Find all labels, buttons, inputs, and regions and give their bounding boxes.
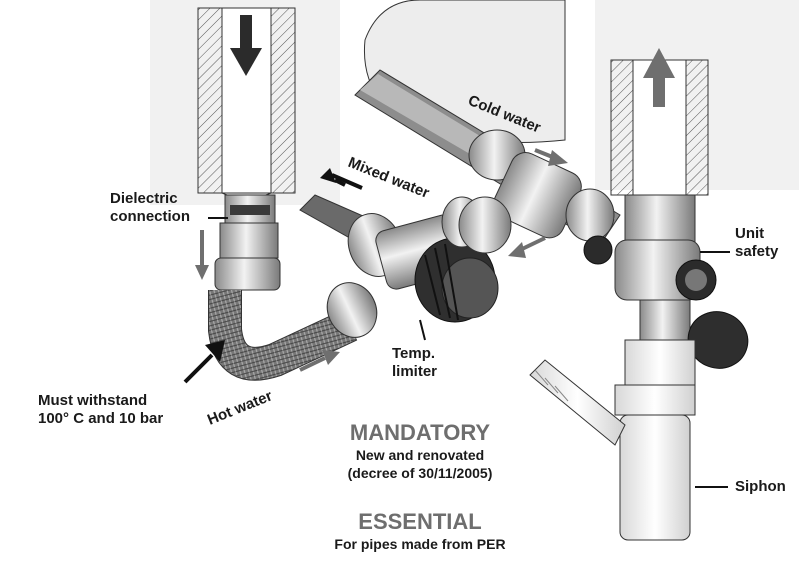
label-dielectric-line2: connection [110,208,191,225]
dielectric-fitting [214,194,281,291]
label-withstand-line2: 100° C and 10 bar [38,410,164,427]
essential-line: For pipes made from PER [334,536,506,552]
hot-water-hose [208,282,378,381]
label-temp-limiter-line2: limiter [392,363,438,380]
temp-limiter-valve [347,196,499,323]
flow-arrow-down [230,15,262,76]
cold-water-tee [458,129,615,254]
label-temp-limiter-line1: Temp. [392,345,436,362]
mandatory-line1: New and renovated [355,447,485,463]
essential-title: ESSENTIAL [358,509,482,534]
right-outlet-pipe [610,59,709,201]
label-withstand-line1: Must withstand [38,392,148,409]
siphon [529,339,696,541]
leader-lines [208,217,730,488]
label-dielectric-connection: Dielectric connection [110,190,190,226]
left-inlet-pipe [197,7,296,199]
label-unit-safety-line1: Unit [735,225,765,242]
withstand-arrow [183,340,225,384]
essential-note: ESSENTIAL For pipes made from PER [300,509,540,553]
label-unit-safety: Unit safety [735,225,778,261]
mandatory-title: MANDATORY [349,420,491,445]
mandatory-note: MANDATORY New and renovated (decree of 3… [300,420,540,482]
label-unit-safety-line2: safety [735,243,779,260]
label-siphon: Siphon [735,478,786,495]
safety-unit [583,194,749,369]
mixed-water-arrow [320,168,363,190]
grey-flow-arrows [195,148,568,372]
label-withstand: Must withstand 100° C and 10 bar [38,392,163,428]
label-dielectric-line1: Dielectric [110,190,178,207]
mandatory-line2: (decree of 30/11/2005) [347,465,493,481]
flow-arrow-up [643,48,675,107]
label-temp-limiter: Temp. limiter [392,345,437,381]
